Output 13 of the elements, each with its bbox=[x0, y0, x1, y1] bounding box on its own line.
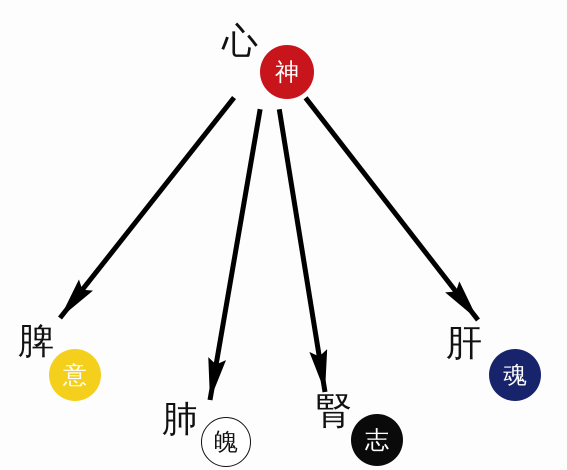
spirit-circle: 志 bbox=[351, 414, 403, 466]
spirit-circle: 魂 bbox=[489, 349, 541, 401]
organ-label: 腎 bbox=[316, 392, 352, 432]
arrow bbox=[58, 96, 236, 320]
organ-label: 肝 bbox=[446, 324, 482, 364]
organ-label: 心 bbox=[222, 22, 258, 62]
spirit-circle: 魄 bbox=[201, 417, 251, 467]
arrow bbox=[276, 108, 328, 392]
spirit-circle: 神 bbox=[260, 45, 314, 99]
arrow bbox=[304, 96, 480, 322]
arrow bbox=[208, 108, 263, 400]
spirit-circle: 意 bbox=[49, 349, 101, 401]
organ-label: 肺 bbox=[162, 400, 198, 440]
